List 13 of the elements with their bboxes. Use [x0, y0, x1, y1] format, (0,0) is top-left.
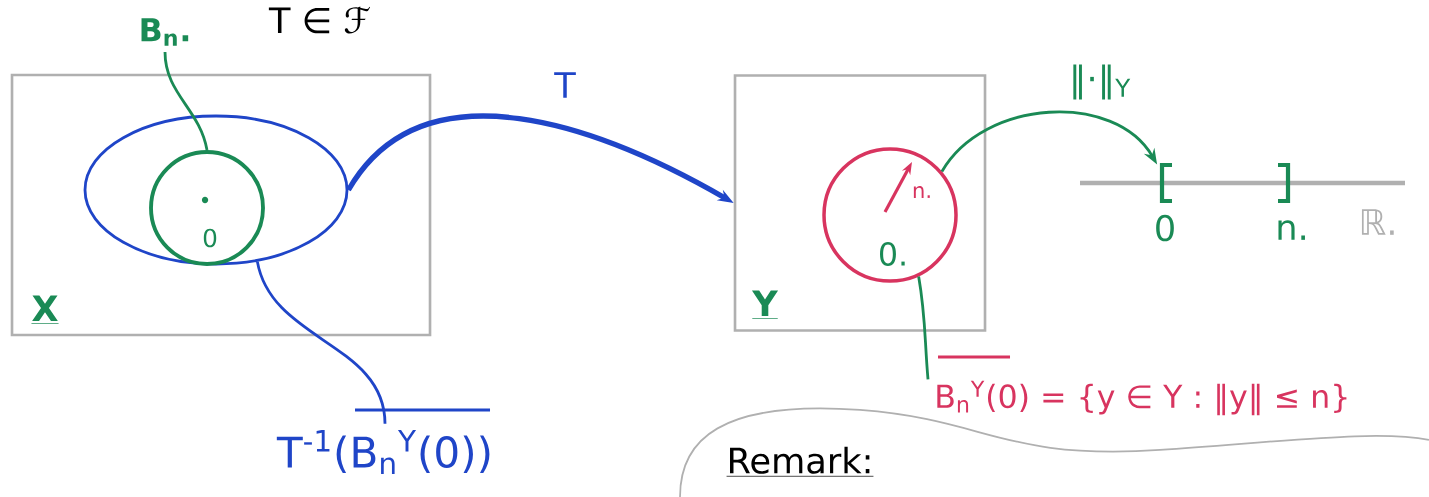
- edge-label: ‖·‖$_{Y}$: [1067, 62, 1133, 102]
- tick-label: n.: [1278, 220, 1305, 240]
- edge-label: T: [552, 70, 578, 100]
- leader-line: [256, 261, 387, 424]
- tick-label: 0: [1156, 214, 1174, 242]
- leader-line: [917, 276, 930, 380]
- ball-label: B$_{n}$.: [141, 18, 189, 46]
- interval-bracket: [1159, 162, 1291, 204]
- preimage-region: [83, 114, 349, 266]
- leader-line: [163, 51, 209, 151]
- preimage-label: T$^{-1}$(B$_{n}$$^{Y}$(0)): [276, 408, 490, 474]
- heading-text: T ∈ ℱ: [268, 6, 371, 34]
- axis-label: ℝ.: [1361, 209, 1394, 235]
